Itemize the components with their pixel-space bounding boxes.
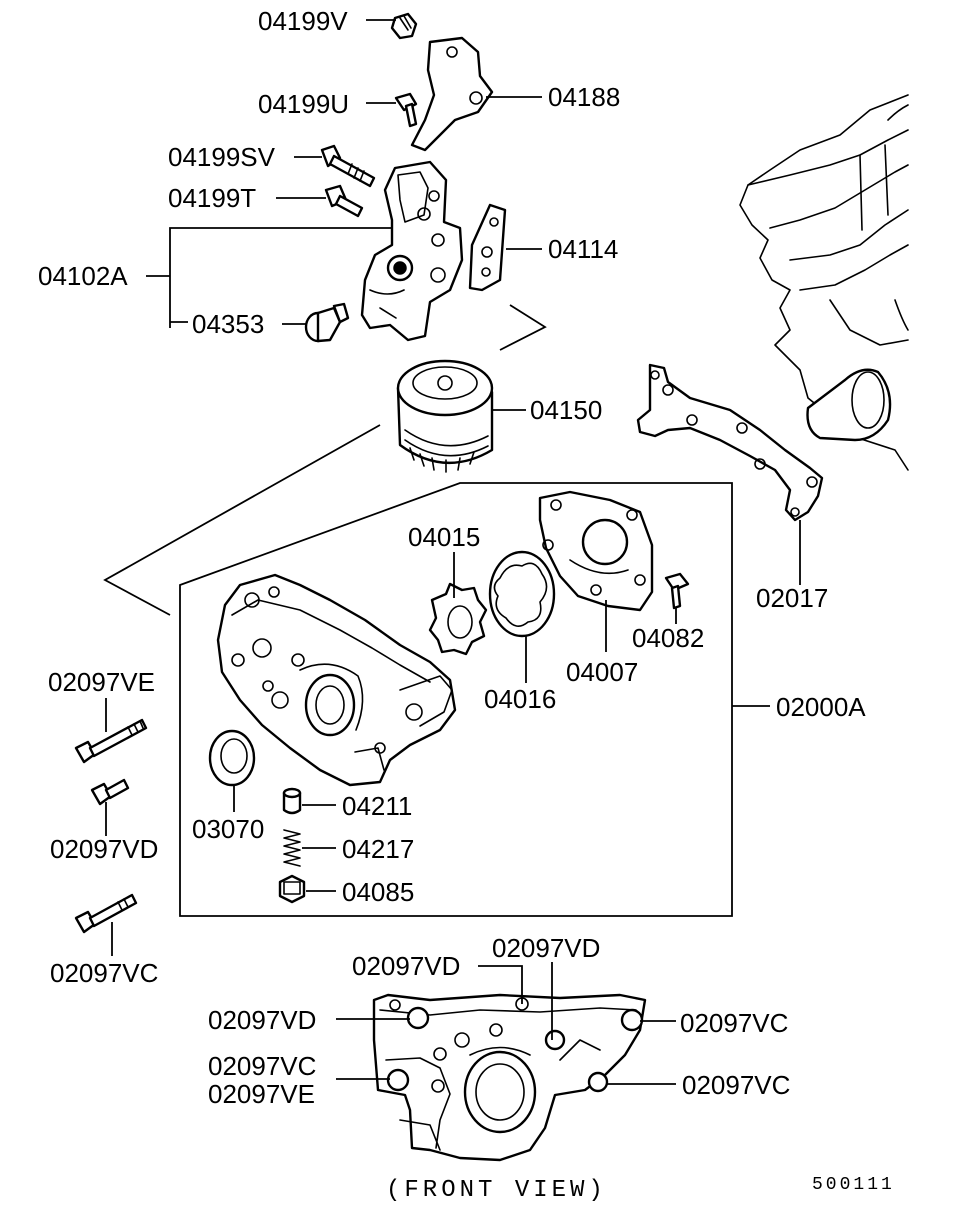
label-02097ve-left: 02097VE [48, 667, 155, 697]
label-02097vc-left: 02097VC [50, 958, 158, 988]
gasket-04114 [468, 203, 507, 292]
bolt-02097vc-left [74, 893, 138, 934]
front-view-housing [372, 993, 647, 1162]
outer-rotor-04016 [488, 550, 556, 638]
label-02017: 02017 [756, 583, 828, 613]
label-04217: 04217 [342, 834, 414, 864]
engine-block-outline [739, 94, 909, 471]
label-04114: 04114 [548, 234, 618, 264]
label-04015: 04015 [408, 522, 480, 552]
label-04085: 04085 [342, 877, 414, 907]
assembly-box-02000a [179, 482, 733, 917]
label-fv-02097vc-left: 02097VC [208, 1051, 316, 1081]
inner-rotor-04015 [428, 582, 488, 656]
label-fv-02097vd-left: 02097VD [208, 1005, 316, 1035]
label-04199u: 04199U [258, 89, 349, 119]
plunger-04211 [282, 787, 302, 815]
label-fv-02097vd-top: 02097VD [492, 933, 600, 963]
plug-04085 [278, 874, 306, 904]
bolt-04199sv [320, 144, 376, 188]
gasket-02017 [636, 363, 824, 522]
bolt-02097vd-left [90, 778, 130, 806]
diagram-reference-number: 500111 [812, 1175, 895, 1195]
front-view-caption: (FRONT VIEW) [386, 1177, 607, 1204]
oil-filter-bracket-04102a [360, 160, 464, 342]
label-04199v: 04199V [258, 6, 348, 36]
leader-lines [105, 19, 801, 1085]
spring-04217 [283, 829, 301, 867]
bolt-04199t [324, 184, 364, 218]
bolt-02097ve-left [74, 718, 148, 764]
oil-filter-04150 [396, 359, 494, 473]
label-fv-02097ve-left: 02097VE [208, 1079, 315, 1109]
label-04211: 04211 [342, 791, 412, 821]
pump-cover-04007 [538, 490, 654, 612]
bracket-04188 [410, 36, 494, 152]
oil-pressure-switch-04353 [304, 302, 350, 343]
label-04102a: 04102A [38, 261, 128, 291]
part-labels: 04199V 04188 04199U 04199SV 04199T 04102… [38, 6, 895, 1204]
label-fv-02097vc-right-top: 02097VC [680, 1008, 788, 1038]
label-04016: 04016 [484, 684, 556, 714]
label-02000a: 02000A [776, 692, 866, 722]
label-03070: 03070 [192, 814, 264, 844]
label-04199t: 04199T [168, 183, 256, 213]
label-04188: 04188 [548, 82, 620, 112]
label-04082: 04082 [632, 623, 704, 653]
label-02097vd-left: 02097VD [50, 834, 158, 864]
label-04353: 04353 [192, 309, 264, 339]
assembly-guide-lines [103, 304, 547, 616]
oil-seal-03070 [208, 729, 256, 787]
bolt-04199v [390, 12, 418, 40]
label-04199sv: 04199SV [168, 142, 276, 172]
bolt-04082 [664, 572, 690, 610]
front-case-housing [216, 573, 457, 787]
label-04007: 04007 [566, 657, 638, 687]
label-04150: 04150 [530, 395, 602, 425]
label-fv-02097vd-mid: 02097VD [352, 951, 460, 981]
bolt-04199u [394, 92, 418, 128]
label-fv-02097vc-right-bottom: 02097VC [682, 1070, 790, 1100]
